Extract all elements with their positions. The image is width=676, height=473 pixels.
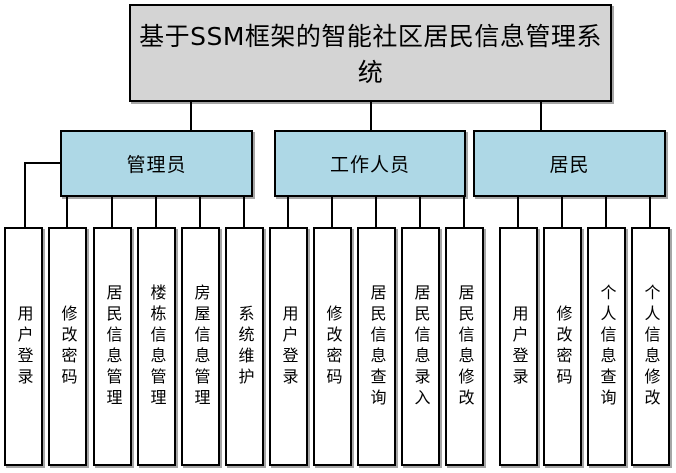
leaf-label: 修改密码 [553, 304, 573, 389]
leaf-box-admin-resident-info-management: 居民信息管理 [93, 227, 132, 466]
system-title: 基于SSM框架的智能社区居民信息管理系统 [139, 22, 602, 87]
leaf-box-admin-user-login: 用户登录 [4, 227, 43, 466]
connector-admin-side-horizontal [24, 162, 62, 164]
leaf-box-staff-resident-info-query: 居民信息查询 [357, 227, 396, 466]
connector-staff-leaf-4 [419, 196, 421, 228]
system-title-box: 基于SSM框架的智能社区居民信息管理系统 [129, 4, 612, 102]
connector-staff-leaf-2 [331, 196, 333, 228]
leaf-label: 修改密码 [58, 304, 78, 389]
leaf-box-admin-change-password: 修改密码 [48, 227, 87, 466]
connector-resident-leaf-1 [517, 196, 519, 228]
connector-title-staff [370, 100, 372, 130]
leaf-label: 房屋信息管理 [191, 283, 211, 410]
leaf-label: 用户登录 [14, 304, 34, 389]
connector-staff-leaf-3 [375, 196, 377, 228]
leaf-box-staff-change-password: 修改密码 [313, 227, 352, 466]
leaf-label: 系统维护 [235, 304, 255, 389]
connector-title-resident [540, 100, 542, 130]
leaf-label: 个人信息查询 [597, 283, 617, 410]
leaf-label: 居民信息修改 [455, 283, 475, 410]
leaf-box-staff-user-login: 用户登录 [269, 227, 308, 466]
connector-resident-leaf-4 [649, 196, 651, 228]
leaf-box-resident-personal-info-modify: 个人信息修改 [631, 227, 670, 466]
connector-admin-leaf-6 [243, 196, 245, 228]
leaf-label: 居民信息录入 [411, 283, 431, 410]
leaf-label: 个人信息修改 [641, 283, 661, 410]
leaf-box-admin-building-info-management: 楼栋信息管理 [137, 227, 176, 466]
connector-admin-leaf-2 [66, 196, 68, 228]
connector-admin-leaf-3 [111, 196, 113, 228]
leaf-label: 用户登录 [279, 304, 299, 389]
connector-resident-leaf-3 [605, 196, 607, 228]
connector-admin-side-vertical [24, 162, 26, 228]
connector-admin-leaf-5 [199, 196, 201, 228]
group-label-staff: 工作人员 [329, 154, 410, 176]
leaf-box-resident-personal-info-query: 个人信息查询 [587, 227, 626, 466]
connector-title-admin [190, 100, 192, 130]
group-label-resident: 居民 [549, 154, 590, 176]
leaf-box-resident-user-login: 用户登录 [499, 227, 538, 466]
leaf-label: 修改密码 [323, 304, 343, 389]
connector-resident-leaf-2 [561, 196, 563, 228]
leaf-label: 居民信息管理 [103, 283, 123, 410]
leaf-label: 楼栋信息管理 [147, 283, 167, 410]
group-box-resident: 居民 [473, 130, 666, 197]
connector-admin-leaf-4 [155, 196, 157, 228]
connector-staff-leaf-5 [463, 196, 465, 228]
leaf-label: 居民信息查询 [367, 283, 387, 410]
leaf-box-staff-resident-info-modify: 居民信息修改 [445, 227, 484, 466]
leaf-box-staff-resident-info-entry: 居民信息录入 [401, 227, 440, 466]
group-label-admin: 管理员 [126, 154, 187, 176]
group-box-staff: 工作人员 [274, 130, 466, 197]
leaf-box-resident-change-password: 修改密码 [543, 227, 582, 466]
leaf-label: 用户登录 [509, 304, 529, 389]
leaf-box-admin-system-maintenance: 系统维护 [225, 227, 264, 466]
leaf-box-admin-house-info-management: 房屋信息管理 [181, 227, 220, 466]
connector-staff-leaf-1 [287, 196, 289, 228]
group-box-admin: 管理员 [60, 130, 253, 197]
